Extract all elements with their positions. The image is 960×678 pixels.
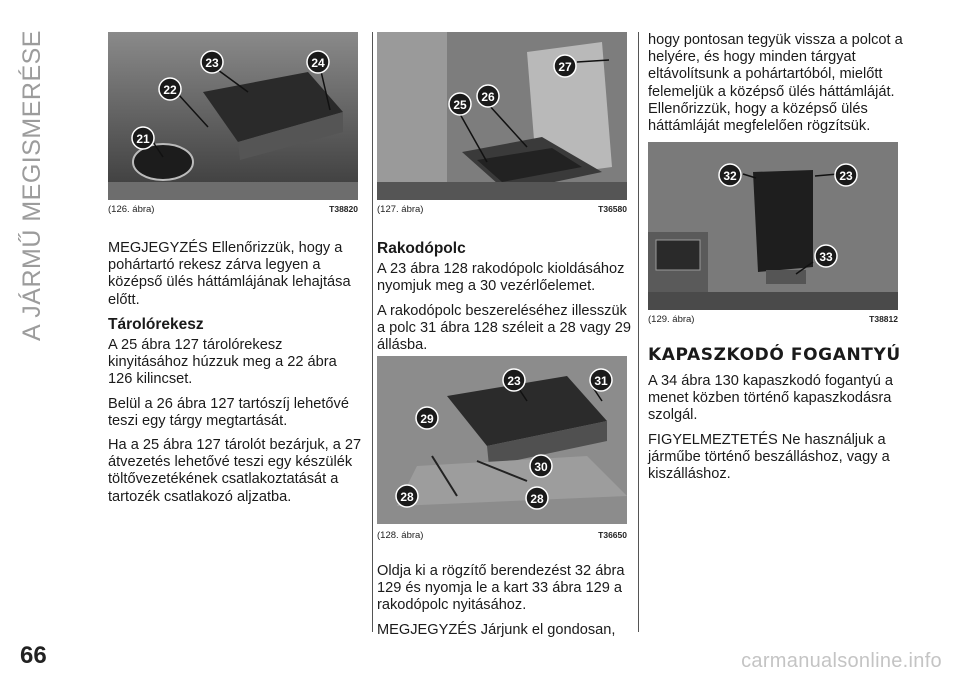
paragraph: A 23 ábra 128 rakodópolc kioldásához nyo… [377, 261, 625, 295]
chapter-title-text: A JÁRMŰ MEGISMERÉSE [17, 30, 46, 341]
callout-30-label: 30 [534, 460, 548, 474]
column-2-lower-text: Oldja ki a rögzítő berendezést 32 ábra 1… [377, 563, 632, 646]
callout-25: 25 [448, 92, 472, 116]
callout-23: 23 [502, 368, 526, 392]
callout-28-left: 28 [395, 484, 419, 508]
callout-30: 30 [529, 454, 553, 478]
callout-27: 27 [553, 54, 577, 78]
callout-33: 33 [814, 244, 838, 268]
callout-27-label: 27 [558, 60, 572, 74]
callout-29: 29 [415, 406, 439, 430]
column-3-top-text: hogy pontosan tegyük vissza a polcot a h… [648, 32, 903, 142]
callout-31: 31 [589, 368, 613, 392]
callout-33-label: 33 [819, 250, 833, 264]
figure-label: (129. ábra) [648, 314, 695, 325]
paragraph: A 25 ábra 127 tárolórekesz kinyitásához … [108, 337, 337, 388]
figure-126-image: 21 22 23 24 [108, 32, 358, 200]
paragraph: FIGYELMEZTETÉS Ne használjuk a járműbe t… [648, 431, 890, 483]
figure-label: (128. ábra) [377, 530, 424, 541]
heading-shelf: Rakodópolc [377, 240, 466, 257]
page-number: 66 [20, 642, 47, 669]
callout-26: 26 [476, 84, 500, 108]
paragraph: A 34 ábra 130 kapaszkodó fogantyú a mene… [648, 373, 894, 424]
callout-23: 23 [200, 50, 224, 74]
figure-code: T36580 [598, 204, 627, 214]
watermark: carmanualsonline.info [741, 650, 942, 672]
figure-128-caption: (128. ábra) T36650 [377, 530, 627, 541]
callout-23: 23 [834, 163, 858, 187]
column-divider [372, 32, 373, 632]
column-2-text: Rakodópolc A 23 ábra 128 rakodópolc kiol… [377, 240, 632, 361]
callout-32-label: 32 [723, 169, 737, 183]
paragraph: Oldja ki a rögzítő berendezést 32 ábra 1… [377, 563, 625, 614]
figure-label: (126. ábra) [108, 204, 155, 215]
callout-24-label: 24 [311, 56, 325, 70]
figure-129-caption: (129. ábra) T38812 [648, 314, 898, 325]
figure-code: T38812 [869, 314, 898, 324]
note-cupholder: MEGJEGYZÉS Ellenőrizzük, hogy a pohártar… [108, 240, 351, 308]
column-divider [638, 32, 639, 632]
callout-23-label: 23 [507, 374, 521, 388]
paragraph: hogy pontosan tegyük vissza a polcot a h… [648, 32, 903, 135]
callout-23-label: 23 [205, 56, 219, 70]
figure-126-caption: (126. ábra) T38820 [108, 204, 358, 215]
paragraph: MEGJEGYZÉS Járjunk el gondosan, [377, 621, 616, 638]
heading-storage: Tárolórekesz [108, 315, 204, 333]
figure-127-image: 25 26 27 [377, 32, 627, 200]
callout-28-left-label: 28 [400, 490, 414, 504]
figure-129-image: 32 23 33 [648, 142, 898, 310]
column-3-text: KAPASZKODÓ FOGANTYÚ A 34 ábra 130 kapasz… [648, 346, 903, 490]
callout-28-right-label: 28 [530, 492, 544, 506]
callout-29-label: 29 [420, 412, 434, 426]
paragraph: Ha a 25 ábra 127 tárolót bezárjuk, a 27 … [108, 437, 362, 505]
figure-128-image: 23 31 29 30 28 28 [377, 356, 627, 524]
callout-25-label: 25 [453, 98, 467, 112]
figure-code: T38820 [329, 204, 358, 214]
callout-22-label: 22 [163, 83, 177, 97]
callout-21-label: 21 [136, 132, 150, 146]
paragraph: A rakodópolc beszereléséhez illesszük a … [377, 302, 631, 354]
figure-label: (127. ábra) [377, 204, 424, 215]
callout-21: 21 [131, 126, 155, 150]
callout-32: 32 [718, 163, 742, 187]
heading-grip-handle: KAPASZKODÓ FOGANTYÚ [648, 345, 901, 365]
paragraph: Belül a 26 ábra 127 tartószíj lehetővé t… [108, 395, 349, 429]
callout-22: 22 [158, 77, 182, 101]
callout-26-label: 26 [481, 90, 495, 104]
chapter-side-title: A JÁRMŰ MEGISMERÉSE [8, 30, 56, 610]
callout-28-right: 28 [525, 486, 549, 510]
column-1-text: MEGJEGYZÉS Ellenőrizzük, hogy a pohártar… [108, 240, 363, 513]
callout-31-label: 31 [594, 374, 608, 388]
figure-127-caption: (127. ábra) T36580 [377, 204, 627, 215]
figure-code: T36650 [598, 530, 627, 540]
callout-23-label: 23 [839, 169, 853, 183]
callout-24: 24 [306, 50, 330, 74]
